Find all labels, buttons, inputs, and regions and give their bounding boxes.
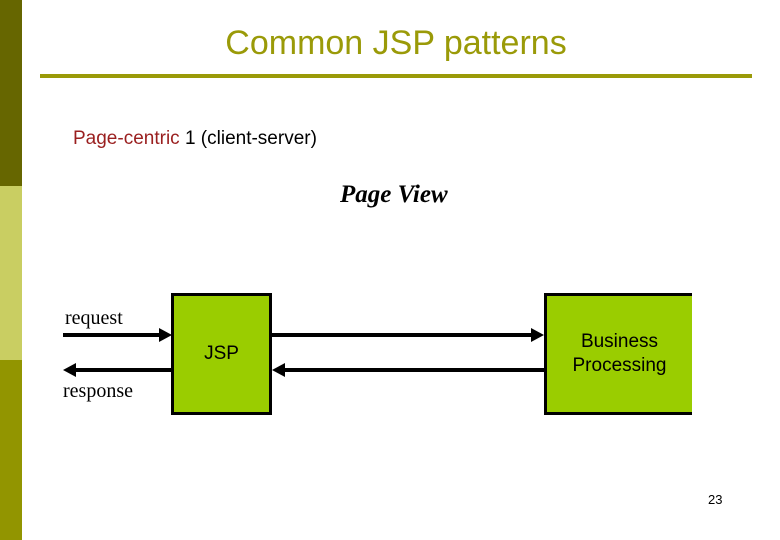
request-arrow-line bbox=[63, 333, 161, 337]
request-label: request bbox=[65, 307, 123, 329]
jsp-to-business-arrow-line bbox=[272, 333, 532, 337]
page-view-caption: Page View bbox=[340, 181, 448, 208]
page-number: 23 bbox=[708, 492, 723, 507]
sidebar-segment-middle bbox=[0, 186, 22, 360]
subtitle-accent-text: Page-centric bbox=[73, 128, 180, 149]
response-arrow-line bbox=[76, 368, 172, 372]
jsp-to-business-arrow-head-icon bbox=[531, 328, 544, 342]
request-arrow-head-icon bbox=[159, 328, 172, 342]
response-label: response bbox=[63, 380, 133, 402]
subtitle-line: Page-centric 1 (client-server) bbox=[73, 128, 317, 150]
response-arrow-head-icon bbox=[63, 363, 76, 377]
title-divider bbox=[40, 74, 752, 78]
sidebar-segment-top bbox=[0, 0, 22, 186]
jsp-box: JSP bbox=[171, 293, 272, 415]
sidebar-decoration bbox=[0, 0, 22, 540]
jsp-box-label: JSP bbox=[204, 343, 239, 365]
subtitle-rest-text: 1 (client-server) bbox=[179, 128, 317, 149]
business-to-jsp-arrow-line bbox=[285, 368, 544, 372]
slide-title: Common JSP patterns bbox=[225, 24, 567, 62]
sidebar-segment-bottom bbox=[0, 360, 22, 540]
business-to-jsp-arrow-head-icon bbox=[272, 363, 285, 377]
